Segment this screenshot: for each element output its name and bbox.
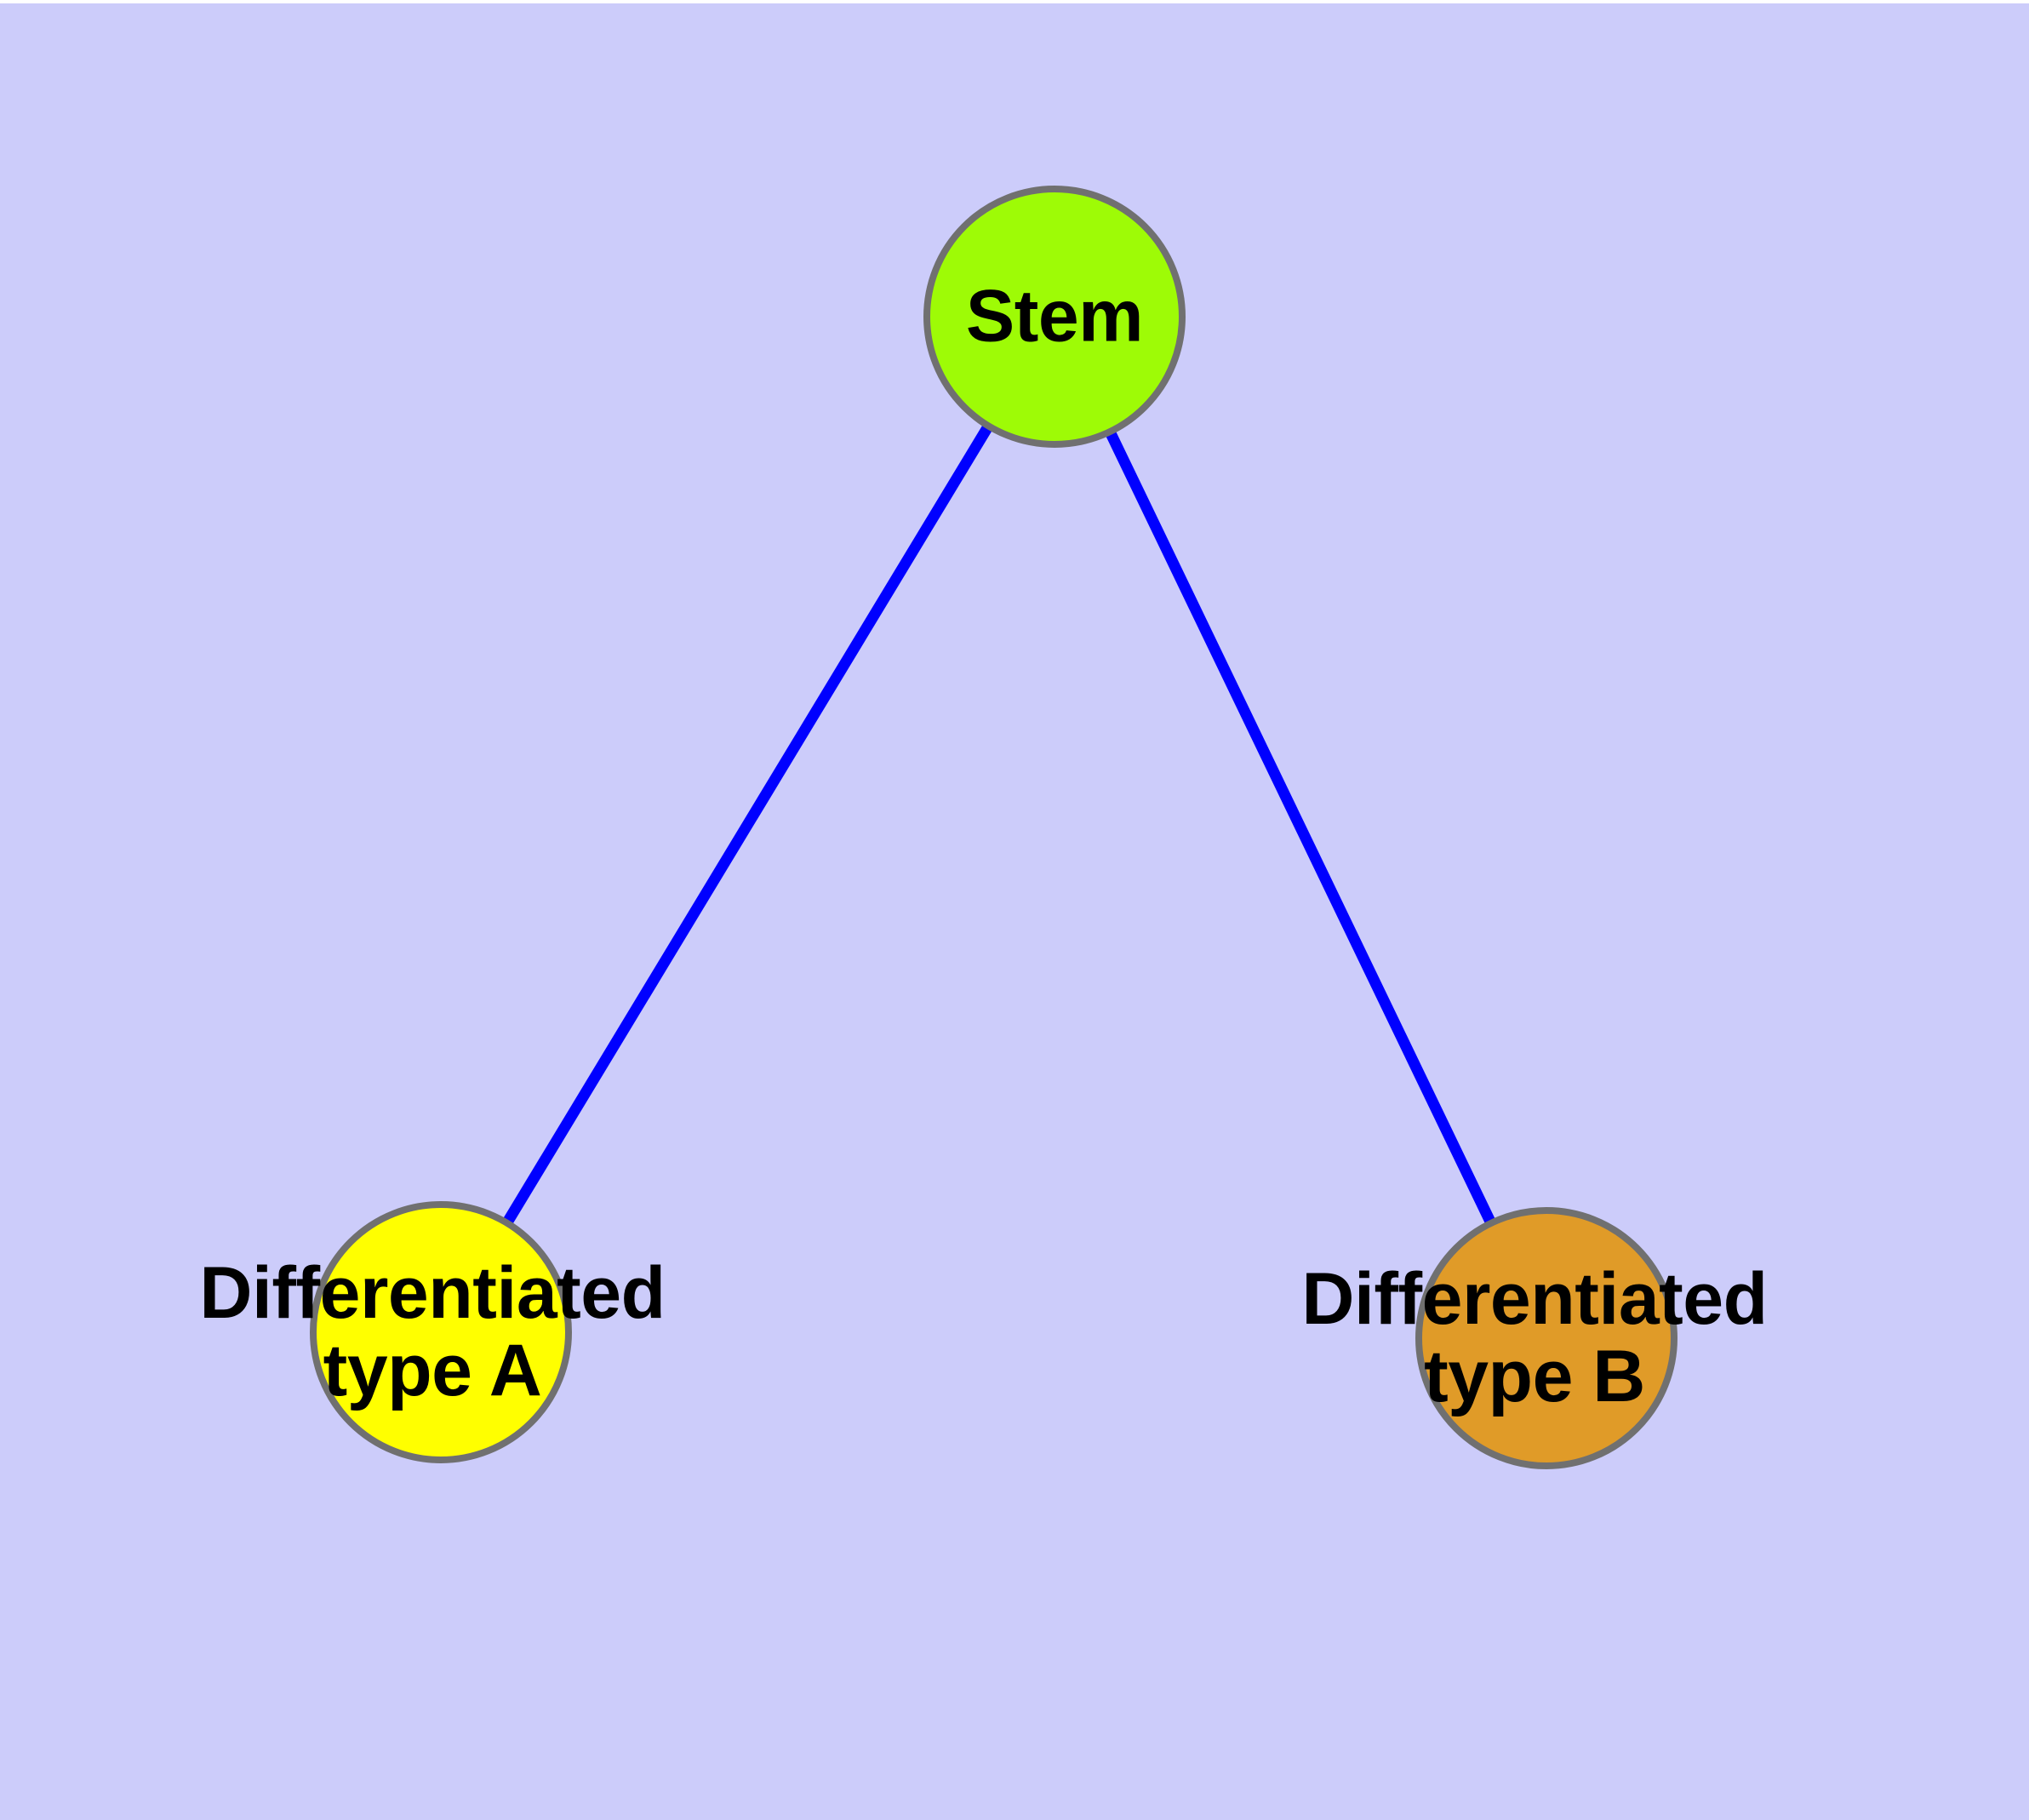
edge-stem-to-diff-b[interactable]	[1049, 314, 1552, 1341]
edge-group	[436, 313, 1552, 1341]
node-differentiated-type-b[interactable]	[1415, 1207, 1677, 1469]
node-group	[310, 186, 1677, 1469]
edge-stem-to-diff-a[interactable]	[436, 313, 1060, 1336]
graph-svg	[310, 186, 1677, 1469]
node-stem[interactable]	[923, 186, 1186, 448]
node-differentiated-type-a[interactable]	[310, 1201, 572, 1463]
